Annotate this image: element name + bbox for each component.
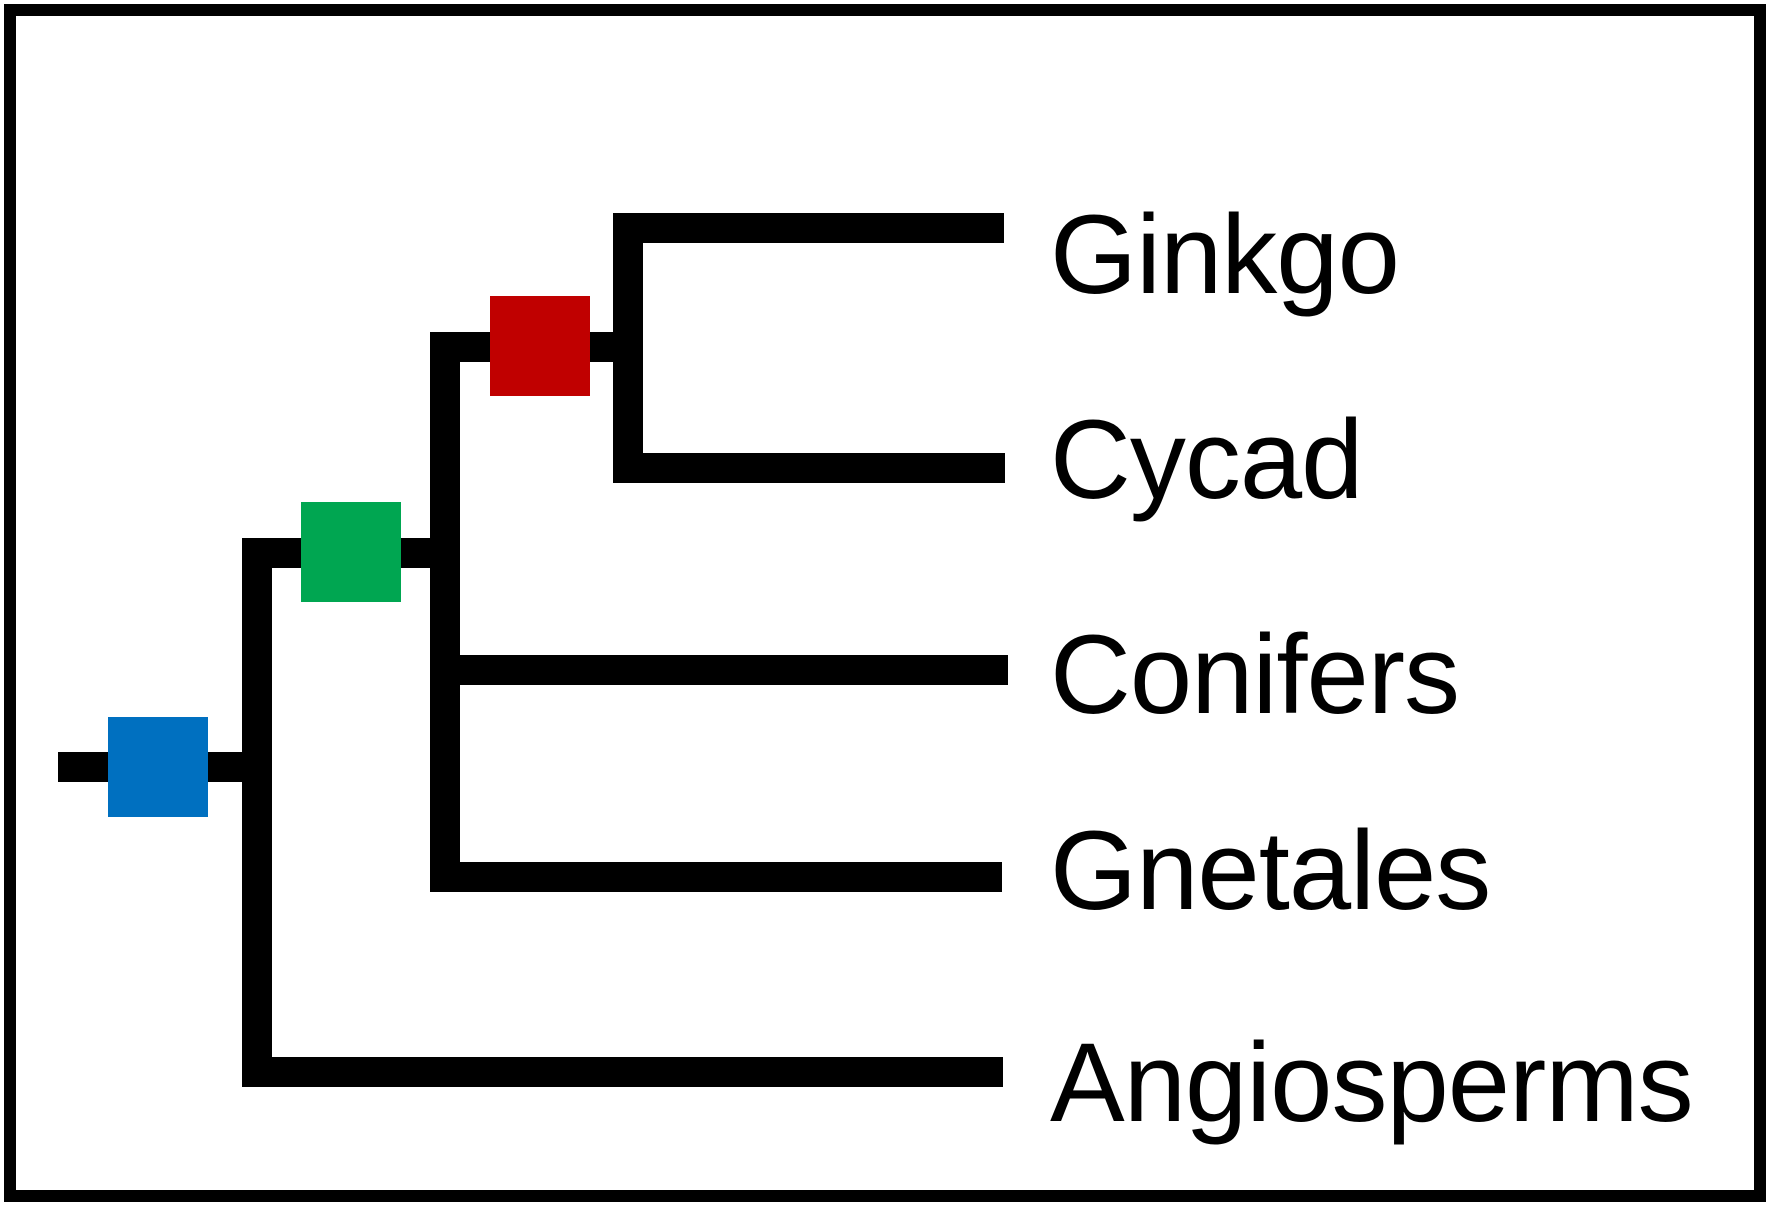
node-gymnosperm-ancestor	[301, 502, 401, 602]
taxon-label-cycad: Cycad	[1050, 397, 1363, 522]
trunk-ginkgo-cycad	[613, 213, 643, 483]
figure-border-frame	[4, 4, 1766, 1202]
branch-angiosperms	[242, 1057, 1003, 1087]
node-seed-plant-ancestor	[108, 717, 208, 817]
taxon-label-ginkgo: Ginkgo	[1050, 192, 1400, 317]
branch-conifers	[430, 655, 1008, 685]
branch-cycad	[613, 453, 1005, 483]
taxon-label-gnetales: Gnetales	[1050, 808, 1491, 933]
taxon-label-conifers: Conifers	[1050, 612, 1460, 737]
taxon-label-angiosperms: Angiosperms	[1050, 1020, 1694, 1145]
trunk-gymnosperms	[430, 332, 460, 890]
node-ginkgo-cycad-ancestor	[490, 296, 590, 396]
branch-gnetales	[430, 862, 1002, 892]
trunk-seed-plants	[242, 538, 272, 1087]
branch-ginkgo	[613, 213, 1004, 243]
